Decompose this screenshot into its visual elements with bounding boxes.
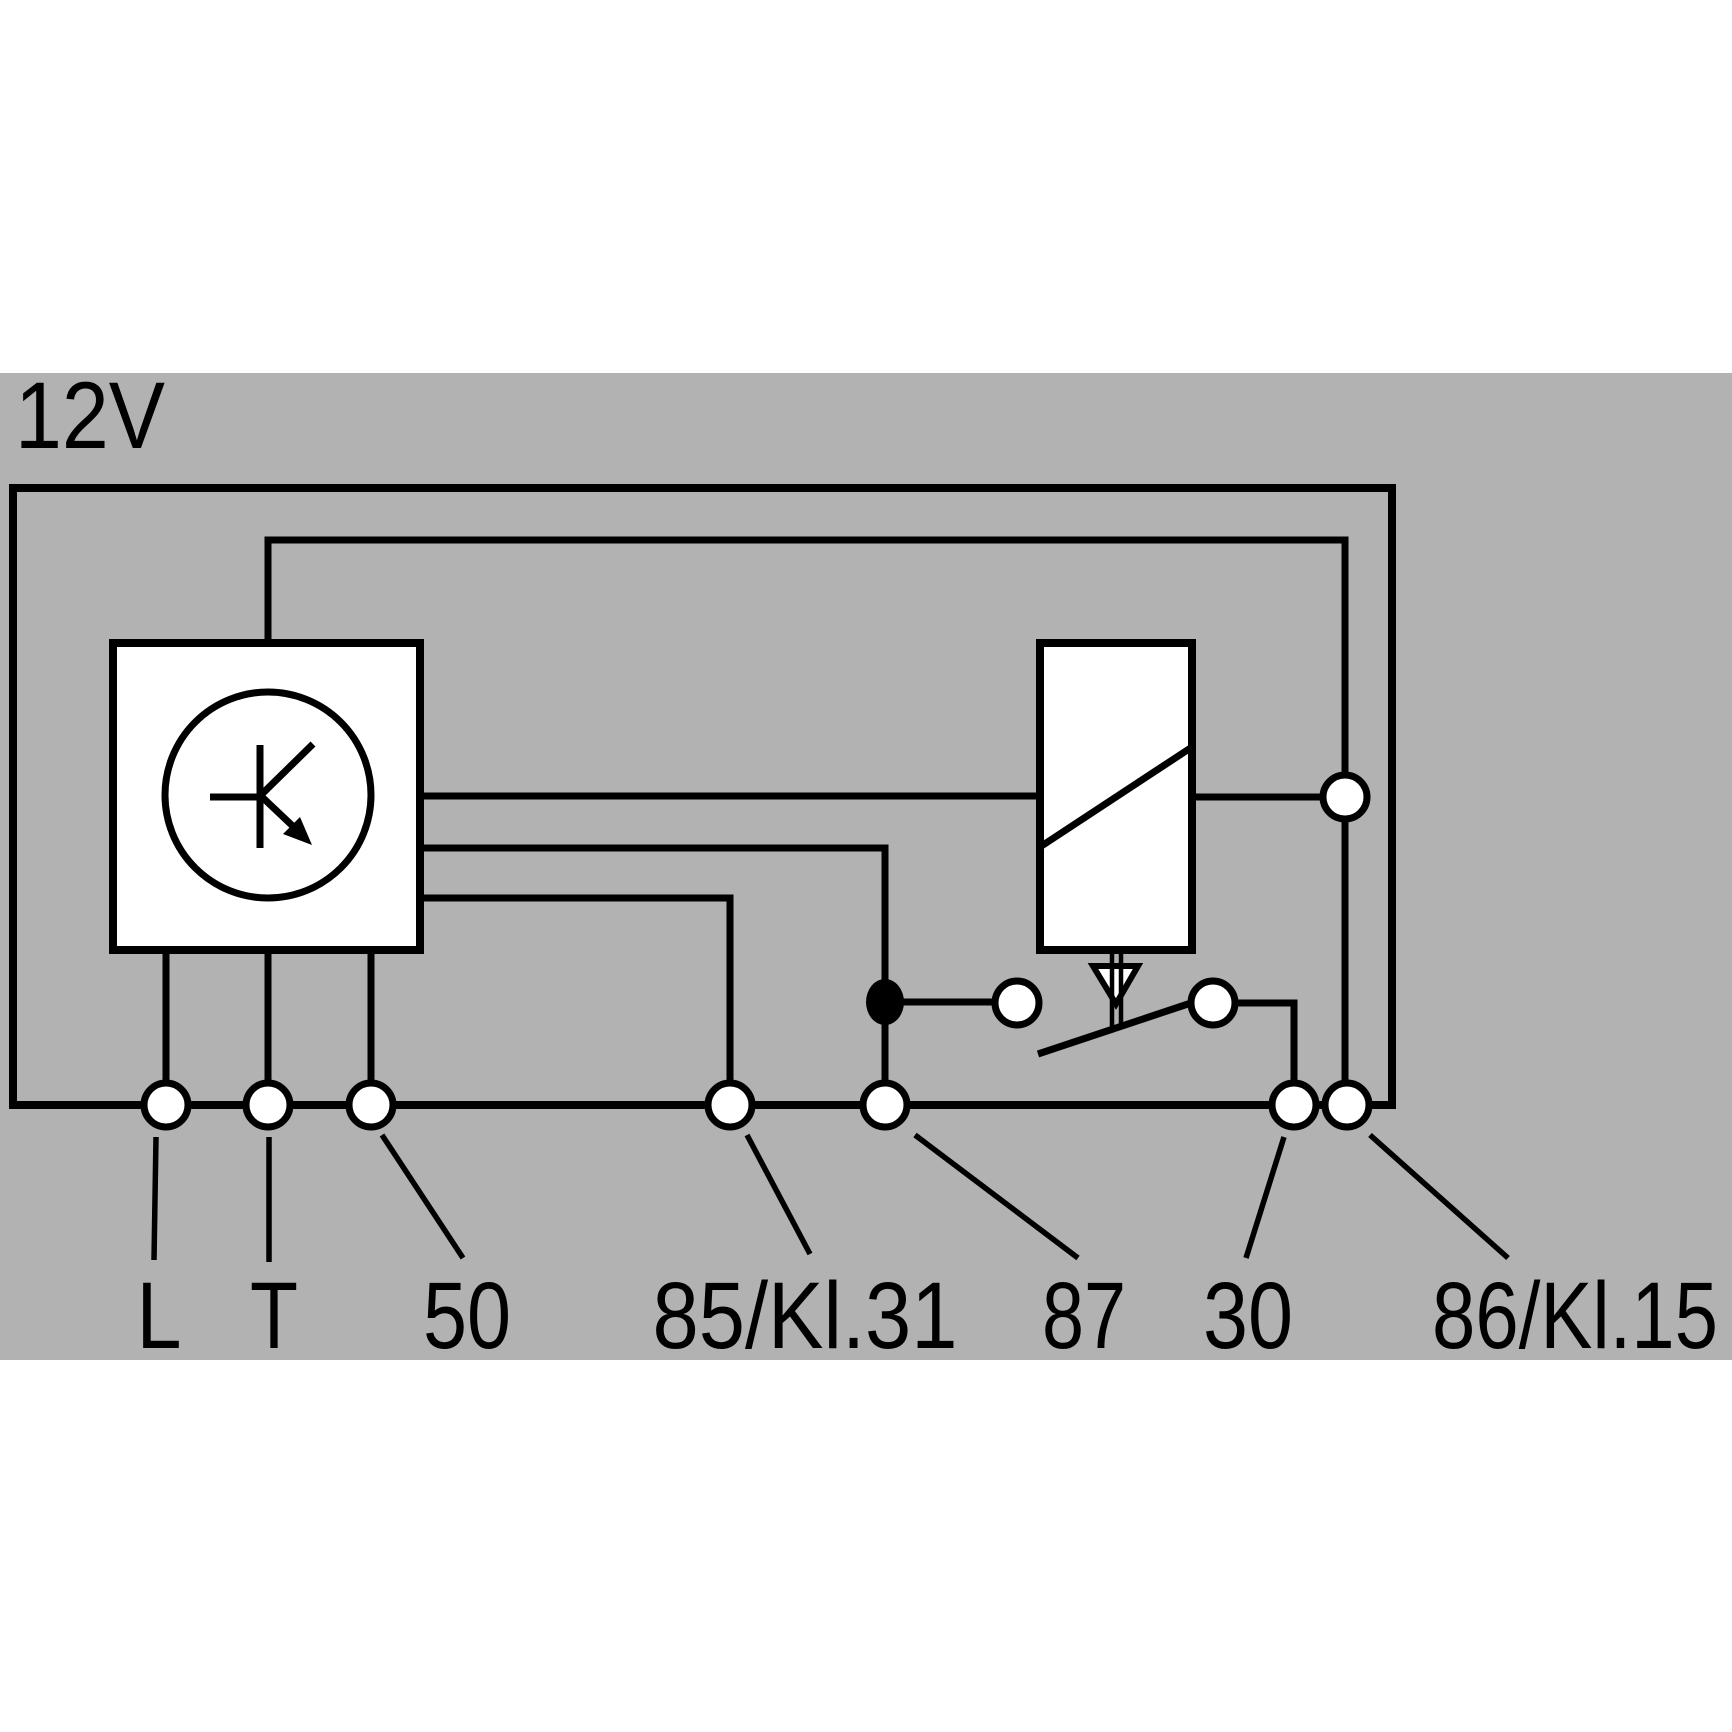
leader-L — [151, 1136, 159, 1261]
supply-voltage-label: 12V — [15, 363, 165, 469]
relay-coil-box — [1036, 639, 1196, 954]
terminal-circle-85 — [704, 1079, 756, 1131]
terminal-label-50: 50 — [423, 1263, 511, 1369]
transistor-control-unit-icon — [161, 688, 375, 902]
switch-blade — [1036, 999, 1193, 1058]
leader-86 — [1368, 1132, 1510, 1261]
terminal-label-30: 30 — [1203, 1263, 1293, 1369]
switch-contact-right — [1187, 977, 1239, 1029]
leader-87 — [913, 1132, 1080, 1261]
node-coil-output — [1319, 771, 1371, 823]
actuator-triangle — [1087, 963, 1144, 1010]
terminal-label-85: 85/Kl.31 — [653, 1263, 958, 1369]
actuator-arrow-icon — [1087, 950, 1144, 1028]
transistor-circle — [161, 688, 375, 902]
leader-85 — [744, 1133, 813, 1256]
control-unit-box — [109, 639, 424, 954]
leader-50 — [379, 1133, 466, 1260]
terminal-label-86: 86/Kl.15 — [1432, 1263, 1718, 1369]
terminal-circle-T — [242, 1079, 294, 1131]
terminal-label-L: L — [137, 1263, 182, 1369]
leader-30 — [1243, 1136, 1287, 1259]
connection-nodes — [140, 771, 1373, 1131]
terminal-label-87: 87 — [1042, 1263, 1126, 1369]
terminal-circle-87 — [859, 1079, 911, 1131]
wire-contact-to-30 — [1235, 999, 1298, 1083]
transistor-emitter-arrow-icon — [283, 817, 312, 845]
leader-lines — [151, 1132, 1510, 1262]
terminal-circle-30 — [1268, 1079, 1320, 1131]
relay-coil-diagonal — [1038, 744, 1194, 850]
switch-contact-left — [991, 977, 1043, 1029]
transistor-collector-line — [258, 741, 316, 798]
terminal-circle-86 — [1321, 1079, 1373, 1131]
wire-junction-dot — [866, 979, 904, 1025]
terminal-circle-L — [140, 1079, 192, 1131]
wire-control-to-85 — [420, 894, 734, 1105]
terminal-label-T: T — [250, 1263, 298, 1369]
terminal-circle-50 — [345, 1079, 397, 1131]
supply-loop-wire — [9, 484, 1396, 1109]
terminal-labels: L T 50 85/Kl.31 87 30 86/Kl.15 — [137, 1263, 1719, 1369]
